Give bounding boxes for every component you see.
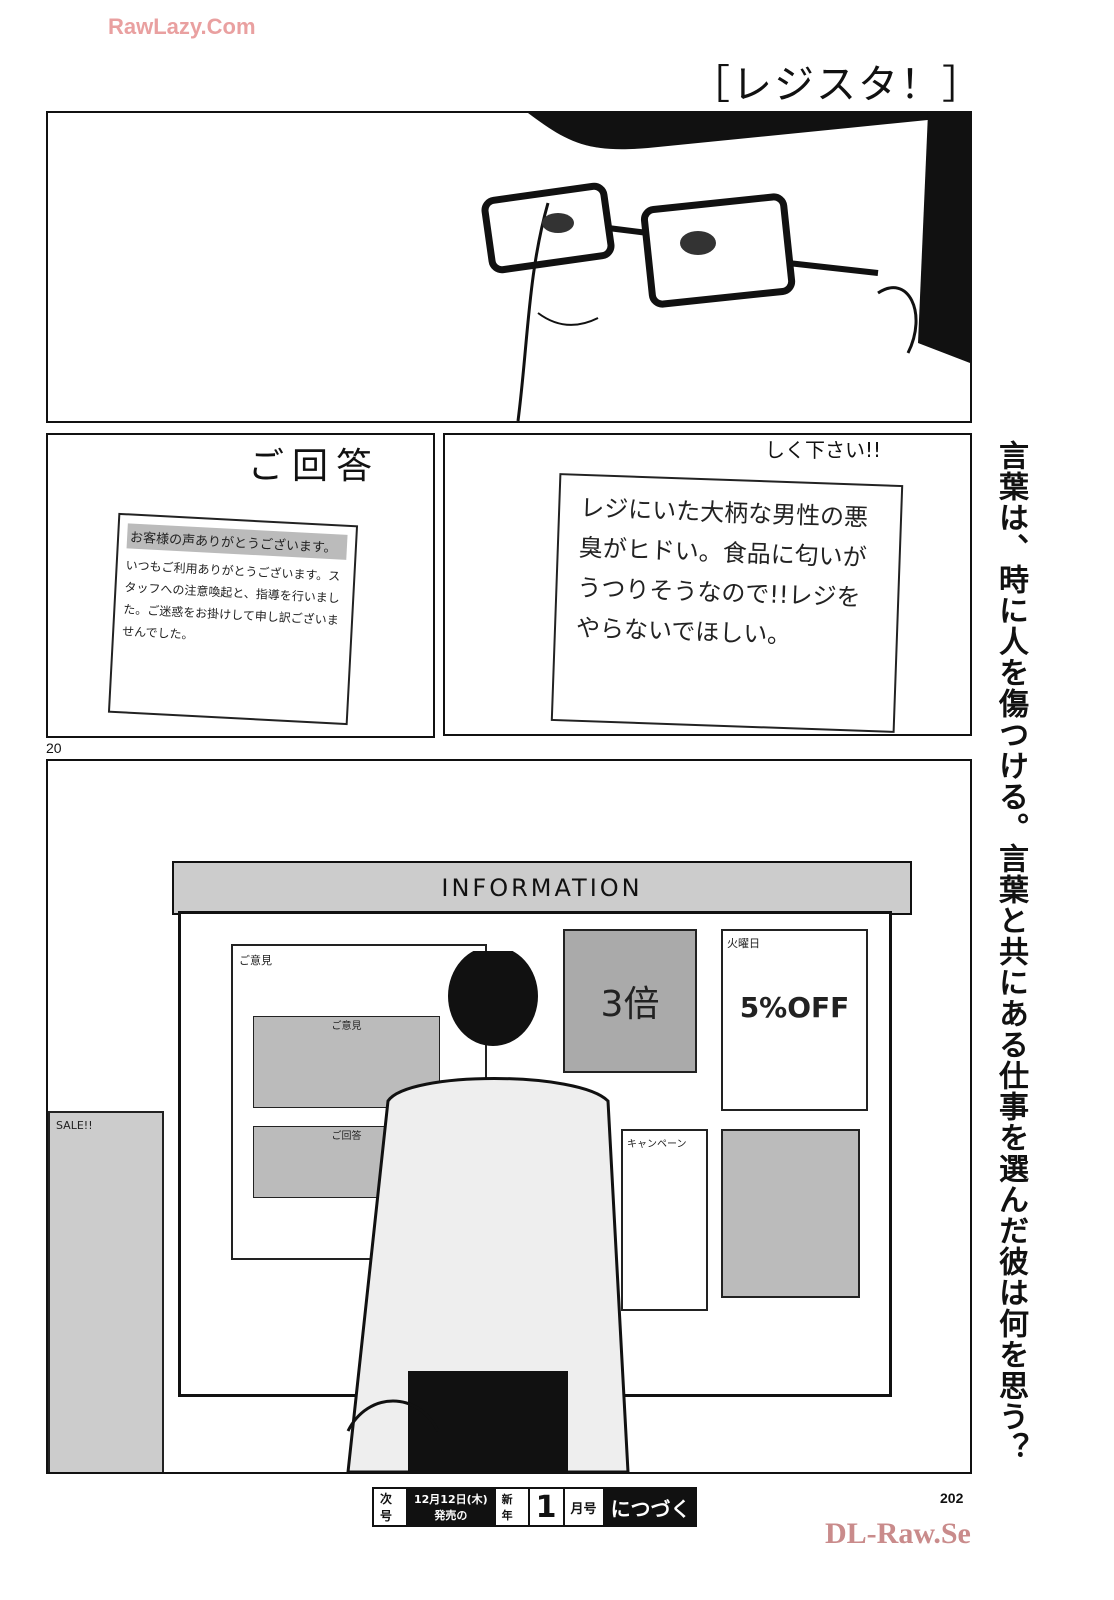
banner-date-text: 12月12日(木): [414, 1493, 488, 1506]
page-number-left: 20: [46, 740, 62, 756]
banner-issue-number: 1: [529, 1487, 565, 1527]
poster-points: 3倍: [563, 929, 697, 1073]
banner-continue: につづく: [604, 1487, 697, 1527]
panel-reply-notice: ご回答 お客様の声ありがとうございます。 いつもご利用ありがとうございます。スタ…: [46, 433, 435, 738]
series-title: ［レジスタ！］: [690, 62, 984, 108]
watermark-bottom: DL-Raw.Se: [825, 1517, 971, 1550]
watermark-top: RawLazy.Com: [108, 14, 256, 39]
reply-sign: ご回答: [248, 446, 381, 487]
banner-date: 12月12日(木) 発売の: [408, 1487, 494, 1527]
reply-note-header: お客様の声ありがとうございます。: [126, 523, 348, 560]
complaint-top-text: しく下さい!!: [765, 438, 882, 462]
banner-new-year: 新年: [493, 1487, 530, 1527]
poster-discount-value: 5%OFF: [739, 991, 850, 1024]
poster-discount-title: 火曜日: [727, 937, 760, 950]
complaint-note: レジにいた大柄な男性の悪臭がヒドい。食品に匂いがうつりそうなので!!レジをやらな…: [550, 473, 904, 733]
poster-discount: 火曜日 5%OFF: [721, 929, 868, 1111]
poster-net: [721, 1129, 860, 1298]
panel-complaint-note: しく下さい!! レジにいた大柄な男性の悪臭がヒドい。食品に匂いがうつりそうなので…: [443, 433, 972, 736]
man-face-illustration: [481, 113, 970, 421]
reply-note: お客様の声ありがとうございます。 いつもご利用ありがとうございます。スタッフへの…: [107, 512, 359, 726]
panel-information-board: INFORMATION ご意見 ご意見 ご回答 3倍 火曜日 5%OFF キャン…: [46, 759, 972, 1474]
next-issue-banner: 次号 12月12日(木) 発売の 新年 1 月号 につづく: [372, 1487, 697, 1527]
reply-note-body: いつもご利用ありがとうございます。スタッフへの注意喚起と、指導を行いました。ご迷…: [121, 558, 341, 642]
board-title: INFORMATION: [172, 861, 912, 915]
man-back-illustration: [346, 951, 630, 1472]
sale-sign: SALE!!: [48, 1111, 164, 1472]
poster-campaign: キャンペーン: [621, 1129, 708, 1311]
banner-next: 次号: [372, 1487, 408, 1527]
banner-release-text: 発売の: [434, 1509, 468, 1522]
banner-issue: 月号: [564, 1487, 605, 1527]
panel-face-closeup: [46, 111, 972, 423]
folio-number: 202: [940, 1490, 964, 1506]
poster-opinion-title: ご意見: [239, 954, 272, 967]
narration-text: 言葉は、時に人を傷つける。言葉と共にある仕事を選んだ彼は何を思う？: [993, 440, 1028, 1463]
